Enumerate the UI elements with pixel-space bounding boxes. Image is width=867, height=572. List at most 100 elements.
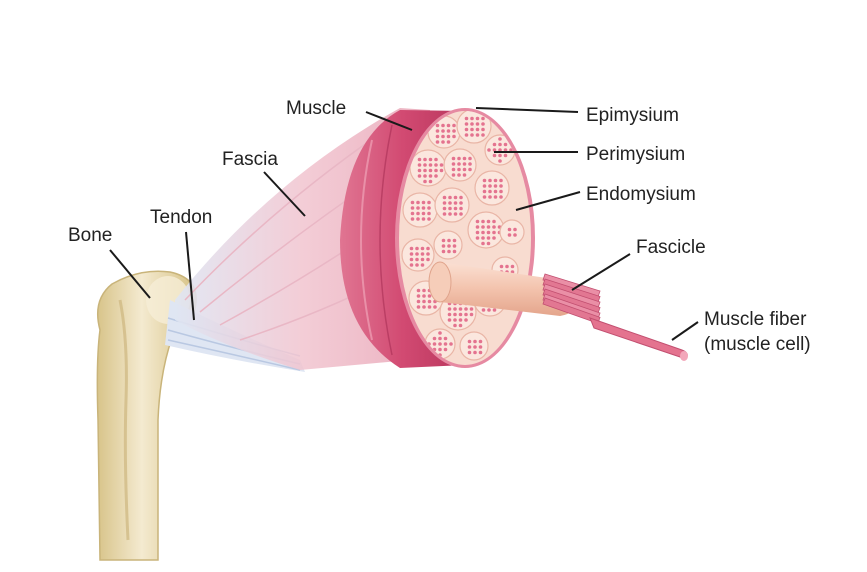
fiber-dot bbox=[442, 239, 446, 243]
fiber-dot bbox=[470, 313, 474, 317]
fiber-dot bbox=[442, 250, 446, 254]
fiber-dot bbox=[459, 307, 463, 311]
fiber-dot bbox=[453, 250, 457, 254]
fiber-dot bbox=[429, 174, 433, 178]
fiber-dot bbox=[476, 225, 480, 229]
label-perimysium: Perimysium bbox=[586, 144, 685, 165]
fiber-dot bbox=[487, 225, 491, 229]
fiber-dot bbox=[427, 206, 431, 210]
fiber-dot bbox=[513, 228, 517, 232]
fiber-dot bbox=[429, 180, 433, 184]
fiber-dot bbox=[479, 351, 483, 355]
fiber-dot bbox=[422, 289, 426, 293]
fiber-dot bbox=[504, 154, 508, 158]
fiber-dot bbox=[476, 117, 480, 121]
fiber-dot bbox=[459, 207, 463, 211]
fiber-dot bbox=[444, 348, 448, 352]
fiber-dot bbox=[452, 129, 456, 133]
fiber-dot bbox=[423, 180, 427, 184]
fiber-dot bbox=[422, 305, 426, 309]
fiber-dot bbox=[459, 212, 463, 216]
fiber-dot bbox=[479, 340, 483, 344]
fiber-dot bbox=[415, 258, 419, 262]
fiber-dot bbox=[481, 133, 485, 137]
fiber-dot bbox=[423, 169, 427, 173]
fiber-dot bbox=[465, 128, 469, 132]
label-fascia: Fascia bbox=[222, 149, 278, 170]
fiber-dot bbox=[488, 184, 492, 188]
fiber-dot bbox=[428, 305, 432, 309]
label-epimysium: Epimysium bbox=[586, 105, 679, 126]
fiber-dot bbox=[426, 252, 430, 256]
fiber-dot bbox=[487, 220, 491, 224]
fiber-dot bbox=[416, 212, 420, 216]
fiber-dot bbox=[416, 217, 420, 221]
fiber-dot bbox=[410, 252, 414, 256]
fiber-dot bbox=[422, 294, 426, 298]
fiber-dot bbox=[443, 207, 447, 211]
fiber-dot bbox=[452, 168, 456, 172]
fiber-dot bbox=[427, 217, 431, 221]
fiber-dot bbox=[454, 196, 458, 200]
fiber-dot bbox=[470, 307, 474, 311]
fiber-dot bbox=[436, 135, 440, 139]
fiber-dot bbox=[447, 239, 451, 243]
fiber-dot bbox=[483, 195, 487, 199]
fiber-dot bbox=[428, 294, 432, 298]
fiber-dot bbox=[473, 345, 477, 349]
fiber-dot bbox=[479, 345, 483, 349]
fiber-dot bbox=[508, 233, 512, 237]
fiber-dot bbox=[452, 173, 456, 177]
fiber-dot bbox=[468, 162, 472, 166]
fiber-dot bbox=[500, 265, 504, 269]
fiber-dot bbox=[476, 231, 480, 235]
fiber-dot bbox=[488, 190, 492, 194]
fiber-dot bbox=[448, 212, 452, 216]
fiber-dot bbox=[423, 158, 427, 162]
fiber-dot bbox=[434, 169, 438, 173]
fiber-dot bbox=[465, 122, 469, 126]
fiber-dot bbox=[470, 133, 474, 137]
fiber-dot bbox=[416, 201, 420, 205]
label-endomysium: Endomysium bbox=[586, 184, 696, 205]
fiber-dot bbox=[494, 190, 498, 194]
fiber-dot bbox=[499, 190, 503, 194]
fiber-dot bbox=[447, 244, 451, 248]
fiber-dot bbox=[440, 163, 444, 167]
fiber-dot bbox=[436, 140, 440, 144]
fiber-dot bbox=[417, 300, 421, 304]
fiber-dot bbox=[481, 122, 485, 126]
fiber-dot bbox=[423, 163, 427, 167]
fiber-dot bbox=[436, 129, 440, 133]
fiber-dot bbox=[494, 184, 498, 188]
fiber-dot bbox=[410, 263, 414, 267]
fiber-dot bbox=[463, 168, 467, 172]
fiber-dot bbox=[448, 201, 452, 205]
fiber-dot bbox=[483, 184, 487, 188]
fiber-dot bbox=[493, 154, 497, 158]
fiber-dot bbox=[426, 258, 430, 262]
fiber-dot bbox=[454, 201, 458, 205]
fiber-dot bbox=[498, 154, 502, 158]
fiber-dot bbox=[459, 324, 463, 328]
fiber-dot bbox=[433, 305, 437, 309]
fiber-dot bbox=[411, 201, 415, 205]
fiber-dot bbox=[465, 117, 469, 121]
leader-epimysium bbox=[476, 108, 578, 112]
fiber-dot bbox=[428, 300, 432, 304]
fiber-dot bbox=[468, 168, 472, 172]
fiber-dot bbox=[444, 342, 448, 346]
fiber-dot bbox=[422, 217, 426, 221]
fiber-dot bbox=[459, 313, 463, 317]
fiber-dot bbox=[488, 195, 492, 199]
fiber-dot bbox=[476, 133, 480, 137]
fiber-dot bbox=[429, 158, 433, 162]
fascicle-bundle bbox=[475, 171, 509, 205]
fiber-dot bbox=[468, 351, 472, 355]
label-muscle-fiber: Muscle fiber bbox=[704, 309, 807, 330]
fascicle-bundle bbox=[402, 239, 434, 271]
fiber-dot bbox=[416, 206, 420, 210]
fascicle-bundle bbox=[435, 188, 469, 222]
fiber-dot bbox=[473, 351, 477, 355]
fiber-dot bbox=[505, 265, 509, 269]
